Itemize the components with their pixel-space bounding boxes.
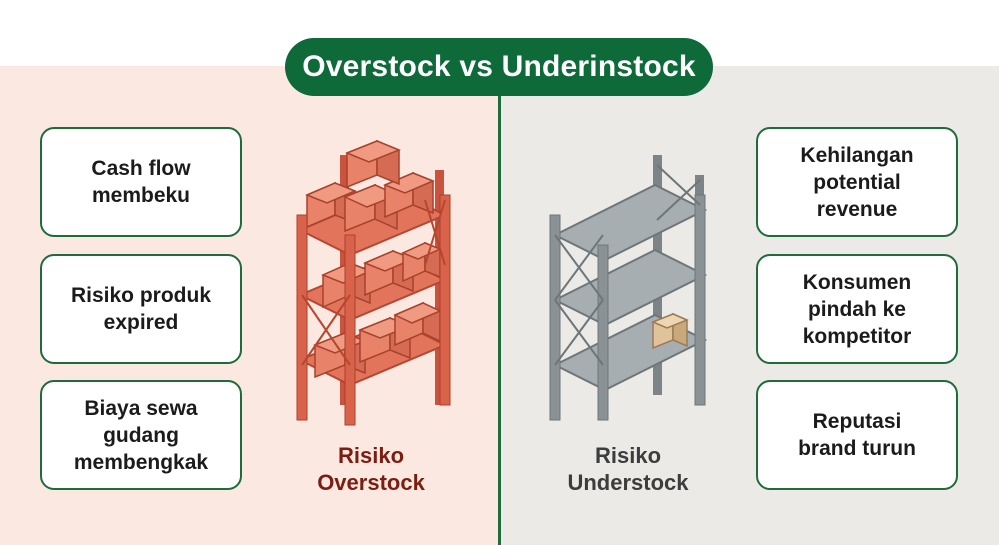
understock-shelf-illustration: [549, 155, 708, 421]
overstock-caption: Risiko Overstock: [317, 443, 425, 495]
overstock-risk-card-warehouse-cost: Biaya sewa gudang membengkak: [40, 380, 242, 490]
rack-brace: [554, 299, 604, 366]
card-label: Konsumen pindah ke kompetitor: [802, 270, 912, 348]
card-label: Kehilangan potential revenue: [800, 143, 914, 221]
rack-brace: [424, 199, 446, 266]
card-label: Reputasi brand turun: [798, 410, 916, 460]
rack-brace: [301, 294, 351, 366]
understock-risk-card-competitor: Konsumen pindah ke kompetitor: [756, 254, 958, 364]
card-label: Biaya sewa gudang membengkak: [73, 396, 209, 474]
rack-brace: [656, 179, 701, 221]
center-divider: [498, 92, 501, 545]
rack-shelf-middle: [552, 248, 708, 327]
rack-post-front-right: [439, 194, 451, 406]
rack-brace: [656, 164, 701, 206]
rack-brace: [554, 234, 604, 301]
single-box: [651, 312, 689, 350]
rack-post-front-center: [344, 234, 356, 426]
rack-post-front-left: [296, 214, 308, 421]
card-label: Risiko produk expired: [70, 284, 212, 334]
understock-caption: Risiko Understock: [567, 443, 689, 495]
box-stack-bottom: [312, 301, 442, 379]
rack-post-front-right: [694, 194, 706, 406]
understock-risk-card-reputation: Reputasi brand turun: [756, 380, 958, 490]
understock-risk-card-revenue: Kehilangan potential revenue: [756, 127, 958, 237]
overstock-risk-card-cash-flow: Cash flow membeku: [40, 127, 242, 237]
overstock-shelf-illustration: [296, 139, 451, 426]
rack-post-front-left: [549, 214, 561, 421]
card-label: Cash flow membeku: [91, 157, 191, 207]
overstock-risk-card-expired: Risiko produk expired: [40, 254, 242, 364]
page-title: Overstock vs Underinstock: [285, 38, 713, 96]
rack-post-front-center: [597, 244, 609, 421]
box-stack-top: [305, 139, 435, 233]
